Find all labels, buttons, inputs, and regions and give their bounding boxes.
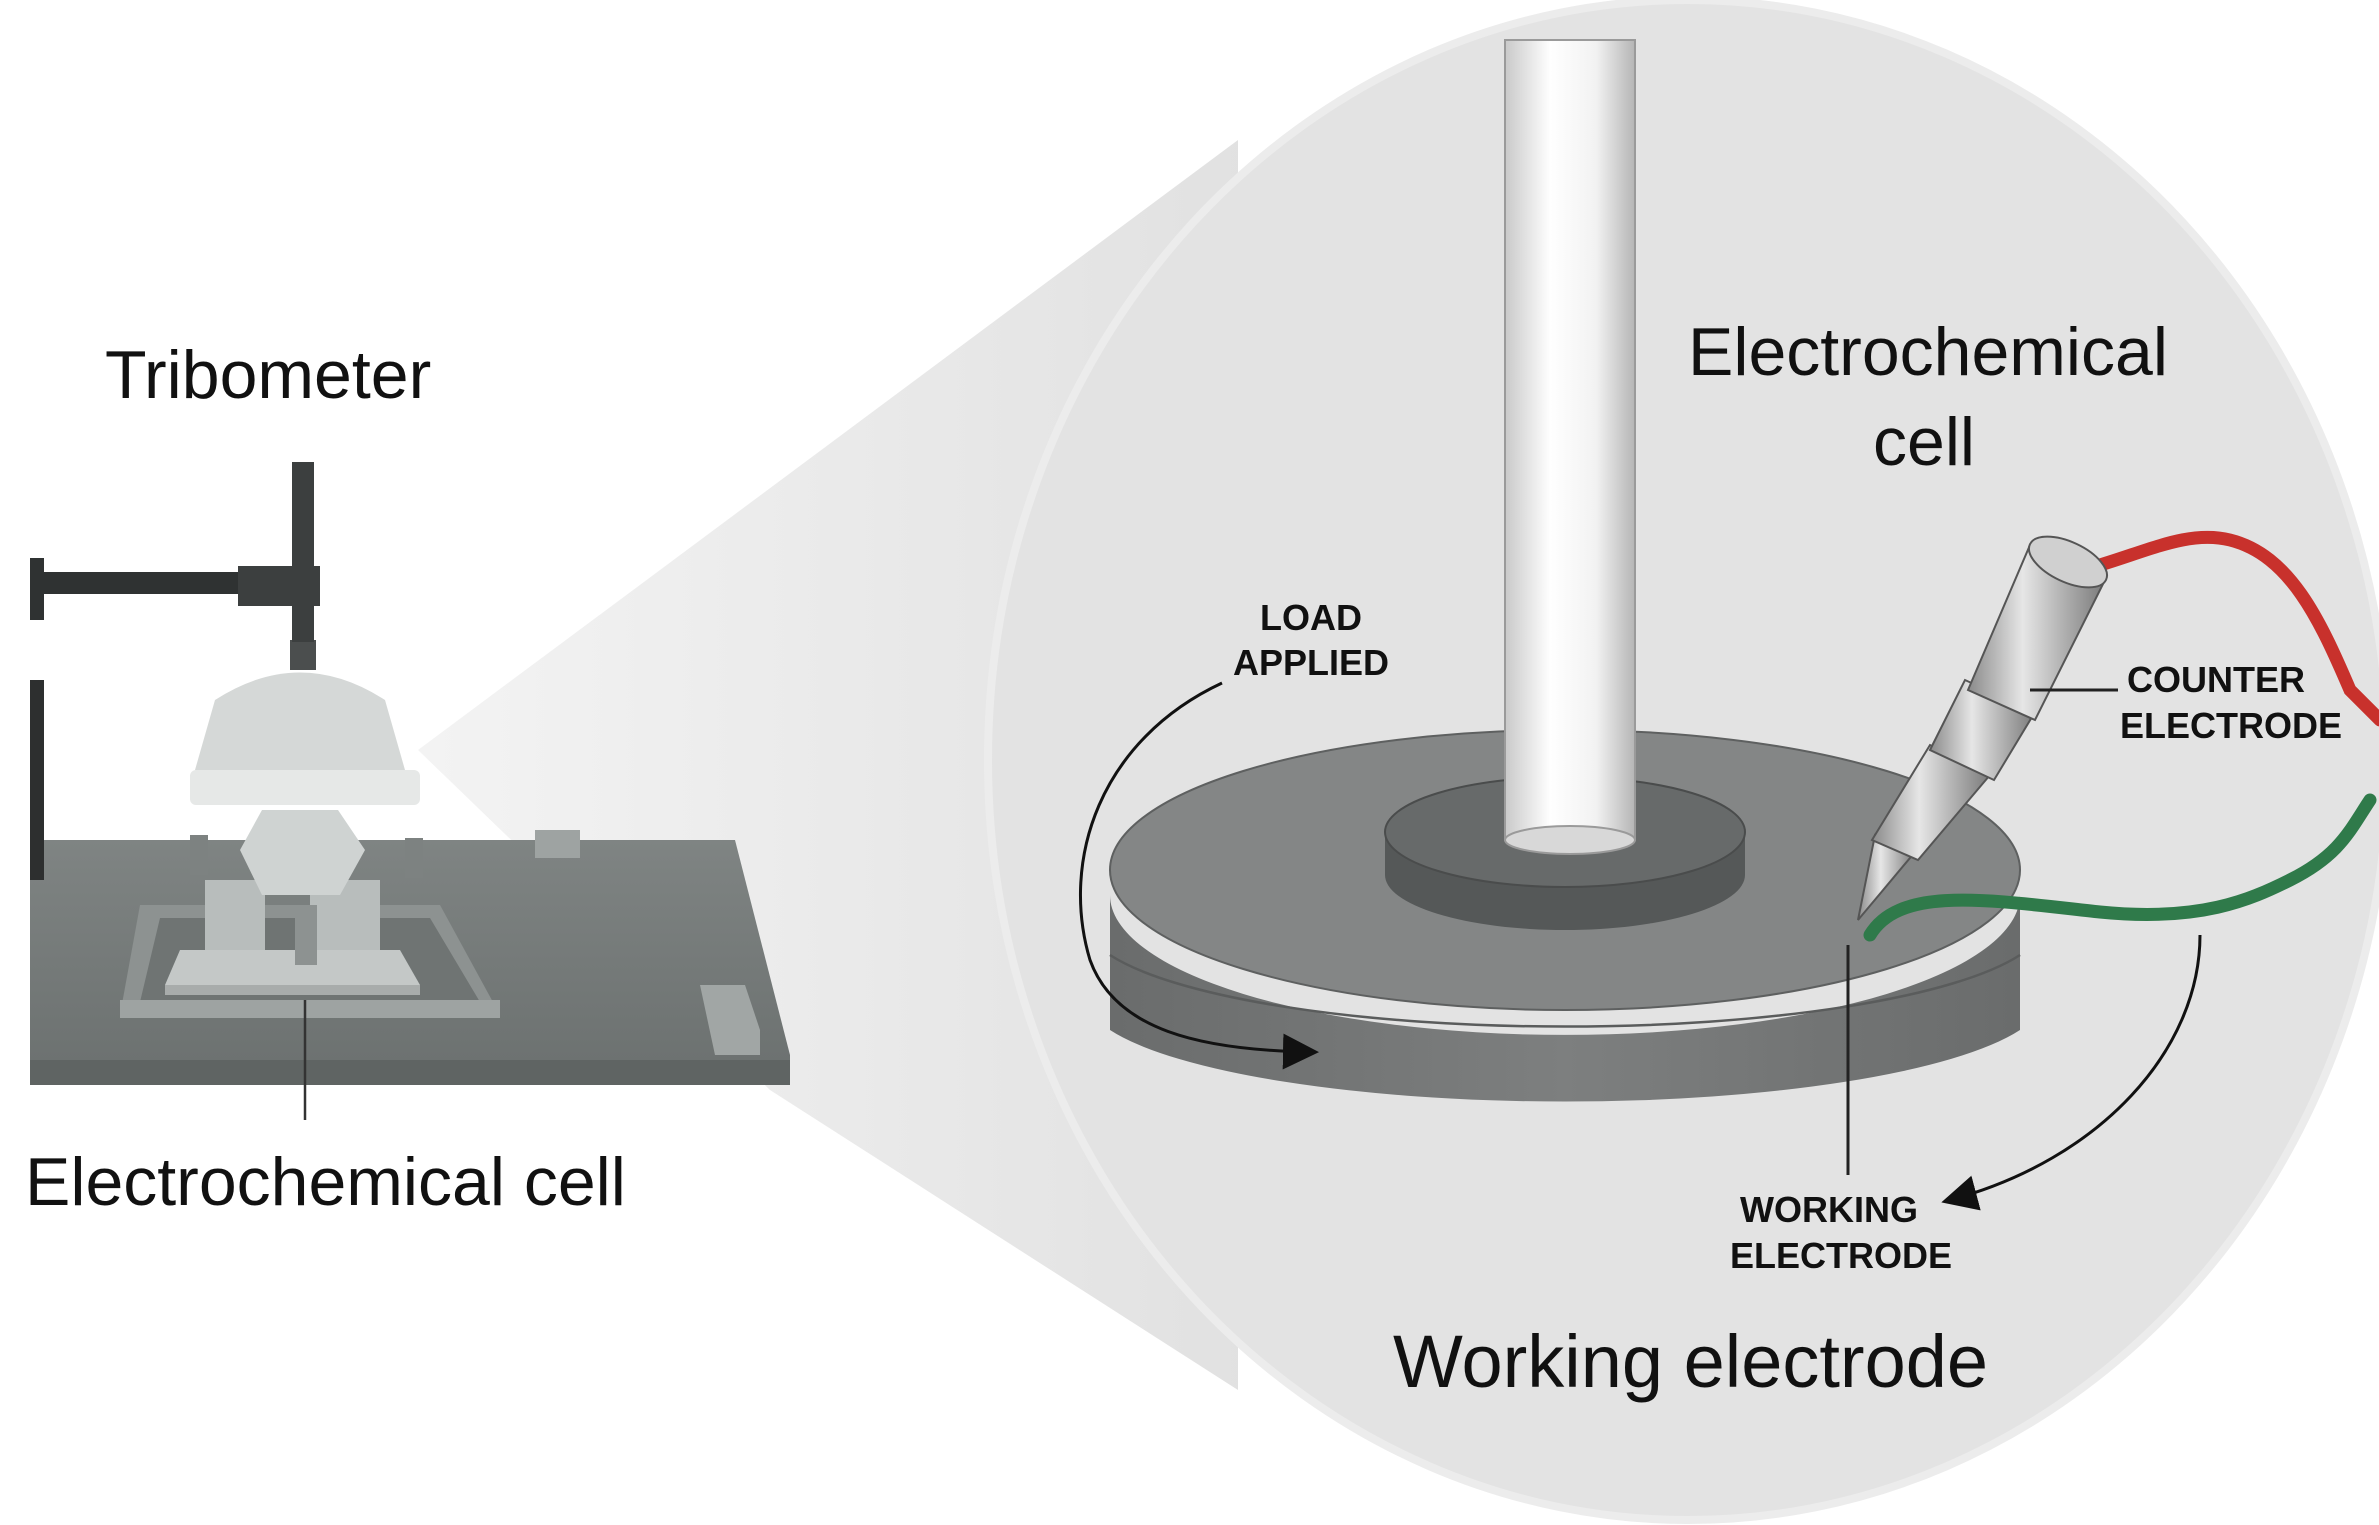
cell-label-right-2: cell bbox=[1873, 404, 1975, 480]
tribometer-label: Tribometer bbox=[105, 337, 431, 413]
tribometer-rig bbox=[30, 462, 790, 1120]
load-arrow bbox=[1078, 681, 1319, 1070]
cell-label-right-1: Electrochemical bbox=[1688, 314, 2168, 390]
load-label-2: APPLIED bbox=[1233, 642, 1389, 683]
load-label-1: LOAD bbox=[1260, 597, 1362, 638]
working-title: Working electrode bbox=[1393, 1320, 1988, 1403]
working-electrode-wire bbox=[1863, 793, 2377, 942]
working-label-2: ELECTRODE bbox=[1730, 1235, 1952, 1276]
working-label-1: WORKING bbox=[1740, 1189, 1918, 1230]
working-arrow bbox=[1941, 934, 2202, 1211]
disk bbox=[1110, 895, 2020, 1102]
zoom-beam bbox=[418, 140, 1238, 1390]
cell-label-left: Electrochemical cell bbox=[25, 1144, 626, 1220]
counter-label-1: COUNTER bbox=[2127, 659, 2305, 700]
shaft bbox=[1504, 39, 1636, 841]
counter-electrode-probe bbox=[1857, 535, 2108, 921]
counter-electrode-wire bbox=[2093, 530, 2379, 727]
counter-label-2: ELECTRODE bbox=[2120, 705, 2342, 746]
